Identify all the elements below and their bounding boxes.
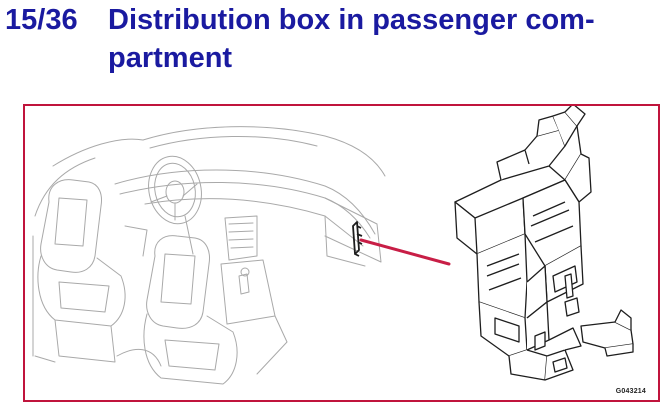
windshield-outline: [142, 126, 386, 177]
page-title-line-1: Distribution box in passenger com-: [108, 4, 595, 36]
location-pointer-line: [359, 238, 451, 266]
dashboard-outline: [114, 169, 376, 235]
page-title-line-2: partment: [108, 42, 233, 74]
car-interior-drawing: [32, 126, 386, 385]
mounting-location-marker: [352, 221, 363, 257]
front-left-seat-drawing: [40, 179, 102, 273]
figure-code: G043214: [615, 388, 646, 395]
figure-illustration: [32, 106, 634, 385]
page-heading: 15/36 Distribution box in passenger com-…: [0, 0, 662, 92]
distribution-box-drawing: [454, 106, 634, 381]
center-console-drawing: [224, 215, 258, 261]
figure-frame: G043214: [23, 104, 660, 402]
steering-wheel-drawing: [148, 155, 202, 225]
page-number: 15/36: [5, 4, 78, 36]
front-right-seat-drawing: [146, 235, 210, 329]
